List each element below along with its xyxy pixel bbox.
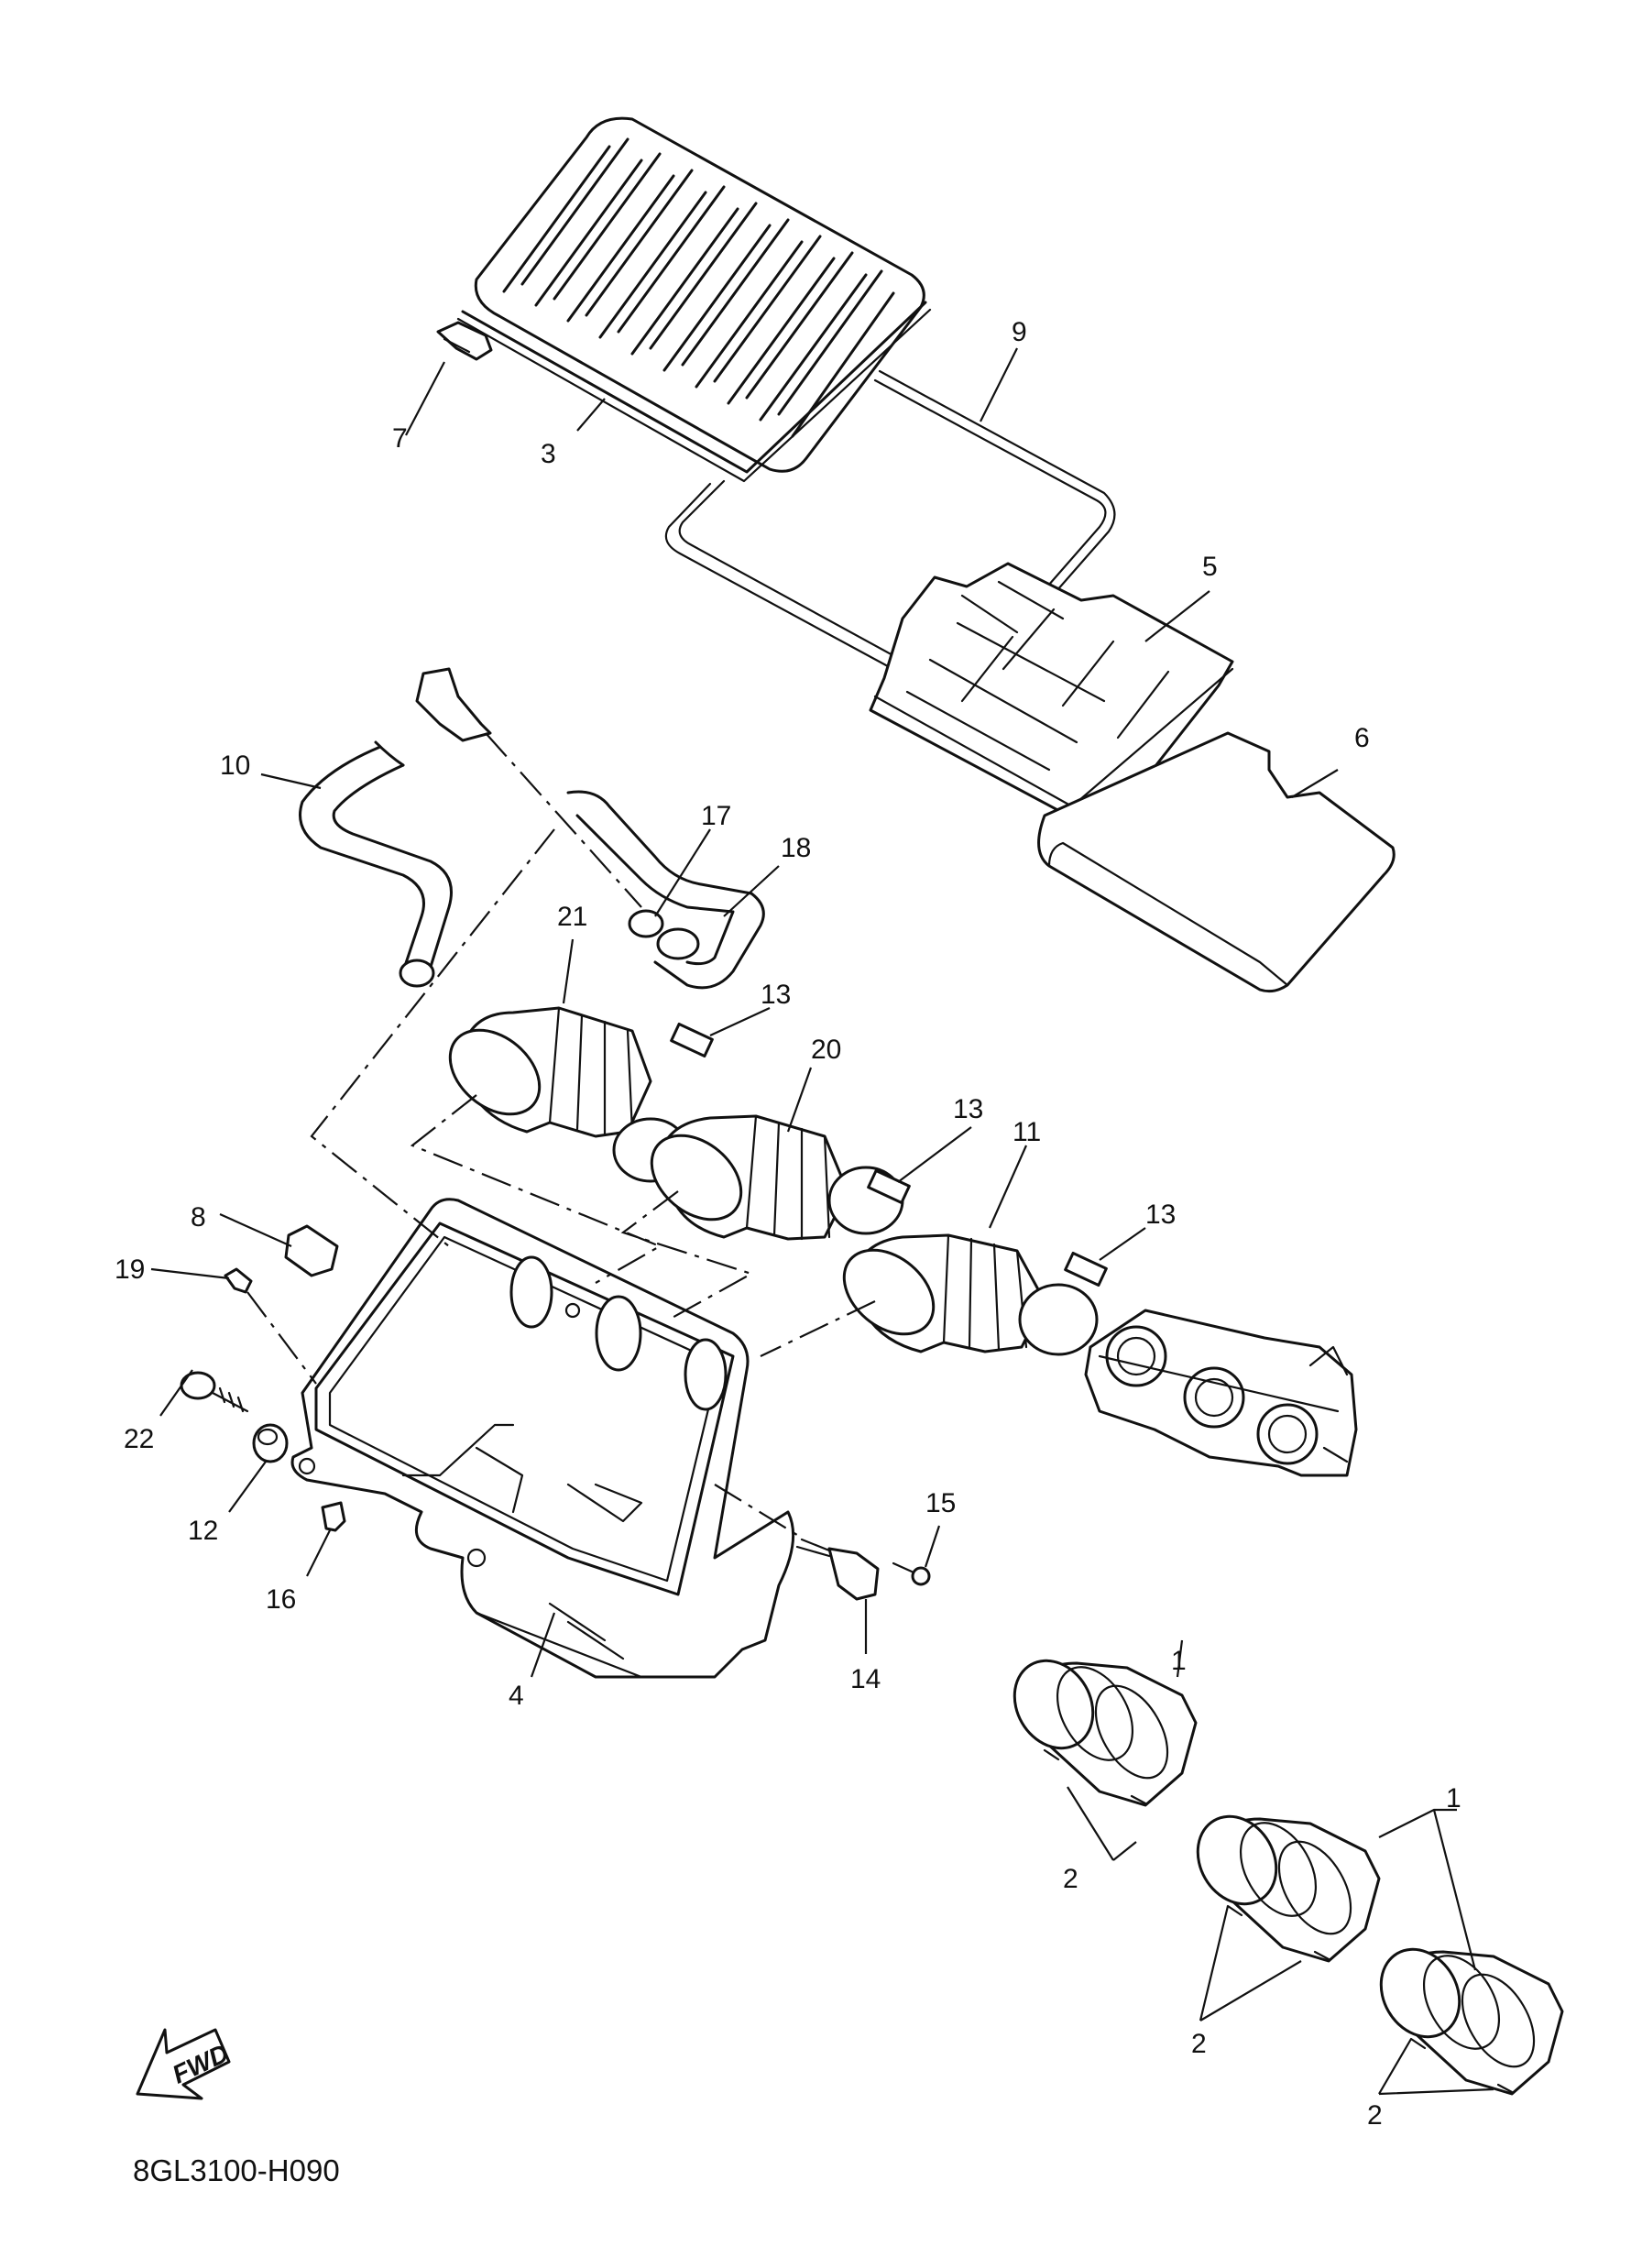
callout-10: 10 [220, 751, 250, 781]
callout-14: 14 [850, 1664, 881, 1694]
callout-18: 18 [781, 833, 811, 863]
cover-clip [436, 321, 493, 361]
intake-joint-20 [650, 1114, 904, 1241]
callout-2-upper: 2 [1063, 1864, 1078, 1894]
bolt-22 [180, 1371, 249, 1413]
screw-15 [892, 1561, 931, 1586]
callout-7: 7 [392, 423, 408, 454]
filter-plate [1037, 731, 1396, 993]
drawing-code: 8GL3100-H090 [133, 2153, 340, 2187]
clamp-screw-13b [867, 1168, 911, 1205]
sensor-14 [795, 1538, 880, 1601]
air-filter-case [290, 1198, 795, 1679]
intake-boot-lower [1379, 1947, 1564, 2096]
callout-6: 6 [1354, 723, 1370, 753]
callout-12: 12 [188, 1516, 218, 1546]
callout-2-middle: 2 [1191, 2029, 1207, 2059]
hose-clip [628, 909, 664, 938]
callout-8: 8 [191, 1202, 206, 1233]
callout-11: 11 [1013, 1117, 1041, 1147]
callout-2-lower: 2 [1367, 2100, 1383, 2131]
callout-9: 9 [1012, 317, 1027, 347]
intake-joint-11 [842, 1233, 1099, 1356]
fwd-arrow-icon: FWD [136, 2028, 233, 2100]
callout-17: 17 [701, 801, 731, 831]
callout-15: 15 [925, 1488, 956, 1518]
callout-5: 5 [1202, 552, 1218, 582]
air-filter-element [869, 562, 1234, 831]
breather-hose-10 [299, 667, 492, 988]
callout-16: 16 [266, 1584, 296, 1615]
callout-1-right: 1 [1446, 1783, 1461, 1813]
leader-lines [150, 347, 1494, 2096]
callout-19: 19 [115, 1255, 145, 1285]
pin-16 [321, 1501, 346, 1532]
intake-boot-upper [1013, 1659, 1198, 1807]
callout-4: 4 [509, 1681, 524, 1711]
breather-hose-18 [566, 790, 765, 990]
air-filter-cover [456, 116, 932, 483]
assembly-lines [246, 732, 876, 1536]
callouts: 1 1 2 2 2 3 4 5 6 7 8 9 10 11 12 13 13 1… [115, 317, 1461, 2131]
throttle-body [1084, 1309, 1358, 1477]
clamp-screw-13a [670, 1022, 714, 1058]
callout-20: 20 [811, 1035, 841, 1065]
callout-3: 3 [541, 439, 556, 469]
callout-13-b: 13 [953, 1094, 983, 1124]
callout-13-a: 13 [761, 980, 791, 1010]
intake-joint-21 [448, 1006, 689, 1183]
clip-19 [224, 1267, 253, 1294]
rubber-block-8 [284, 1224, 339, 1277]
intake-boot-middle [1196, 1814, 1381, 1963]
callout-21: 21 [557, 902, 587, 932]
callout-13-c: 13 [1145, 1200, 1176, 1230]
callout-22: 22 [124, 1424, 154, 1454]
callout-1-upper: 1 [1171, 1646, 1187, 1676]
grommet-12 [252, 1423, 289, 1463]
clamp-screw-13c [1064, 1251, 1108, 1287]
